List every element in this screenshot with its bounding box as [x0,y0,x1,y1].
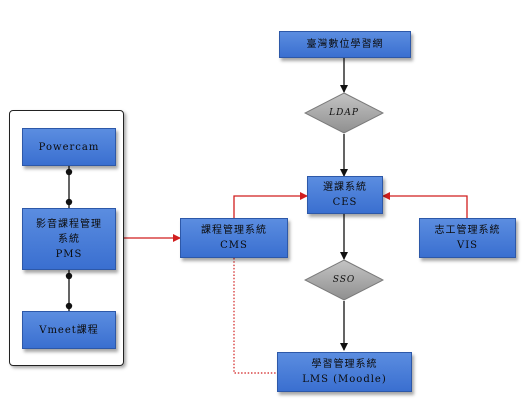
ldap-diamond-shape [304,92,384,134]
node-ces-code: CES [332,197,358,208]
node-vmeet-title: Vmeet課程 [39,324,99,336]
node-vis-title: 志工管理系統 [434,225,501,236]
node-ldap: LDAP [304,92,384,134]
node-sso-label: SSO [332,275,356,285]
node-pms-title: 影音課程管理 [36,218,102,230]
content-production-group [9,110,124,366]
node-vis: 志工管理系統 VIS [419,218,516,258]
node-lms-title: 學習管理系統 [311,359,378,370]
node-cms-title: 課程管理系統 [201,225,267,236]
node-lms-code: LMS (Moodle) [302,374,387,385]
node-pms-code: PMS [55,248,83,260]
dot-powercam-bottom [65,168,73,176]
dot-pms-top [65,198,73,206]
node-vis-code: VIS [456,240,479,251]
node-sso: SSO [304,259,384,301]
edge-cms-ces [233,192,308,218]
node-cms: 課程管理系統 CMS [180,218,288,258]
edge-vis-ces [382,192,468,218]
node-pms: 影音課程管理 系統 PMS [22,208,116,270]
sso-diamond-shape [304,259,384,301]
node-ecitizen: 臺灣數位學習網 [279,31,411,58]
node-powercam: Powercam [22,128,116,166]
node-cms-code: CMS [220,240,248,251]
node-pms-title-cont: 系統 [58,233,80,245]
node-ces: 選課系統 CES [307,176,383,214]
node-ecitizen-title: 臺灣數位學習網 [306,39,384,50]
node-vmeet: Vmeet課程 [22,311,116,349]
node-powercam-title: Powercam [38,141,100,153]
node-lms: 學習管理系統 LMS (Moodle) [277,352,412,392]
node-ces-title: 選課系統 [323,182,367,193]
node-ldap-label: LDAP [329,108,359,118]
dot-vmeet-top [65,302,73,310]
dot-pms-bottom [65,272,73,280]
